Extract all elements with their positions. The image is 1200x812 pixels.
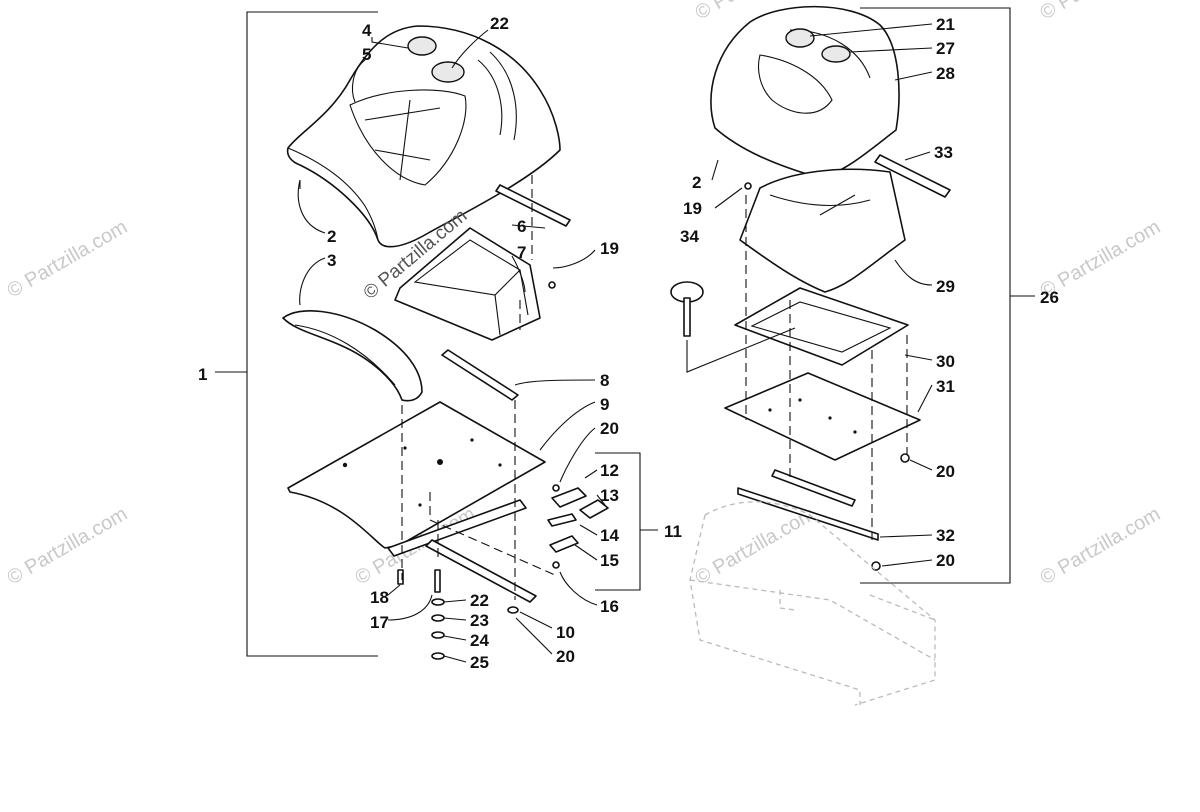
callout-6: 6 xyxy=(517,217,526,236)
callout-1: 1 xyxy=(198,365,207,384)
callout-3: 3 xyxy=(327,251,336,270)
strap xyxy=(495,184,571,227)
callout-9: 9 xyxy=(600,395,609,414)
callout-33: 33 xyxy=(934,143,953,162)
watermark: © Partzilla.com xyxy=(1037,503,1165,589)
callout-32: 32 xyxy=(936,526,955,545)
seat-pan-edge xyxy=(294,324,396,386)
callout-19: 19 xyxy=(600,239,619,258)
callouts: 1 4 5 22 2 3 6 7 19 8 9 20 12 13 11 14 1… xyxy=(198,14,1059,672)
callout-28: 28 xyxy=(936,64,955,83)
callout-21: 21 xyxy=(936,15,955,34)
callout-11: 11 xyxy=(664,522,682,541)
seat-cushion xyxy=(286,25,561,248)
mount-bracket xyxy=(425,539,537,603)
callout-24: 24 xyxy=(470,631,489,650)
bracket-1 xyxy=(246,11,378,657)
watermark: © Partzilla.com xyxy=(1037,0,1165,24)
callout-22: 22 xyxy=(490,14,509,33)
callout-7: 7 xyxy=(517,243,526,262)
callout-23: 23 xyxy=(470,611,489,630)
leader-lines xyxy=(297,23,933,663)
latch-set xyxy=(547,484,609,569)
callout-29: 29 xyxy=(936,277,955,296)
watermark: © Partzilla.com xyxy=(4,216,132,302)
callout-20: 20 xyxy=(936,551,955,570)
callout-2: 2 xyxy=(327,227,336,246)
callout-20: 20 xyxy=(936,462,955,481)
alignment-lines-left xyxy=(299,175,556,600)
callout-19: 19 xyxy=(683,199,702,218)
callout-17: 17 xyxy=(370,613,389,632)
backrest-shell xyxy=(739,168,906,293)
support-rail xyxy=(737,487,879,541)
hinge-bar xyxy=(441,349,519,401)
base-plate xyxy=(287,401,546,549)
mount-plate xyxy=(724,372,921,461)
nut xyxy=(900,453,910,463)
vehicle-frame xyxy=(689,501,936,706)
callout-15: 15 xyxy=(600,551,619,570)
callout-16: 16 xyxy=(600,597,619,616)
callout-34: 34 xyxy=(680,227,699,246)
watermark-layer: © Partzilla.com © Partzilla.com © Partzi… xyxy=(4,0,1165,589)
watermark: © Partzilla.com xyxy=(4,503,132,589)
callout-27: 27 xyxy=(936,39,955,58)
callout-20: 20 xyxy=(556,647,575,666)
callout-2: 2 xyxy=(692,173,701,192)
callout-25: 25 xyxy=(470,653,489,672)
screw xyxy=(744,182,752,190)
callout-31: 31 xyxy=(936,377,955,396)
callout-20: 20 xyxy=(600,419,619,438)
mount-frame xyxy=(734,287,909,366)
adjust-knob xyxy=(670,281,704,337)
left-assembly xyxy=(215,11,609,660)
callout-30: 30 xyxy=(936,352,955,371)
callout-8: 8 xyxy=(600,371,609,390)
fastener-stack xyxy=(397,281,556,660)
callout-5: 5 xyxy=(362,45,371,64)
backrest-cushion xyxy=(710,5,900,179)
callout-22: 22 xyxy=(470,591,489,610)
callout-26: 26 xyxy=(1040,288,1059,307)
callout-14: 14 xyxy=(600,526,619,545)
callout-13: 13 xyxy=(600,486,619,505)
callout-10: 10 xyxy=(556,623,575,642)
watermark: © Partzilla.com xyxy=(692,503,820,589)
backrest-strap xyxy=(874,154,951,198)
callout-18: 18 xyxy=(370,588,389,607)
seat-pan xyxy=(282,310,423,402)
callout-4: 4 xyxy=(362,21,372,40)
callout-12: 12 xyxy=(600,461,619,480)
right-assembly xyxy=(670,5,1035,706)
rail-brace xyxy=(771,469,856,507)
lower-rail xyxy=(387,499,527,557)
